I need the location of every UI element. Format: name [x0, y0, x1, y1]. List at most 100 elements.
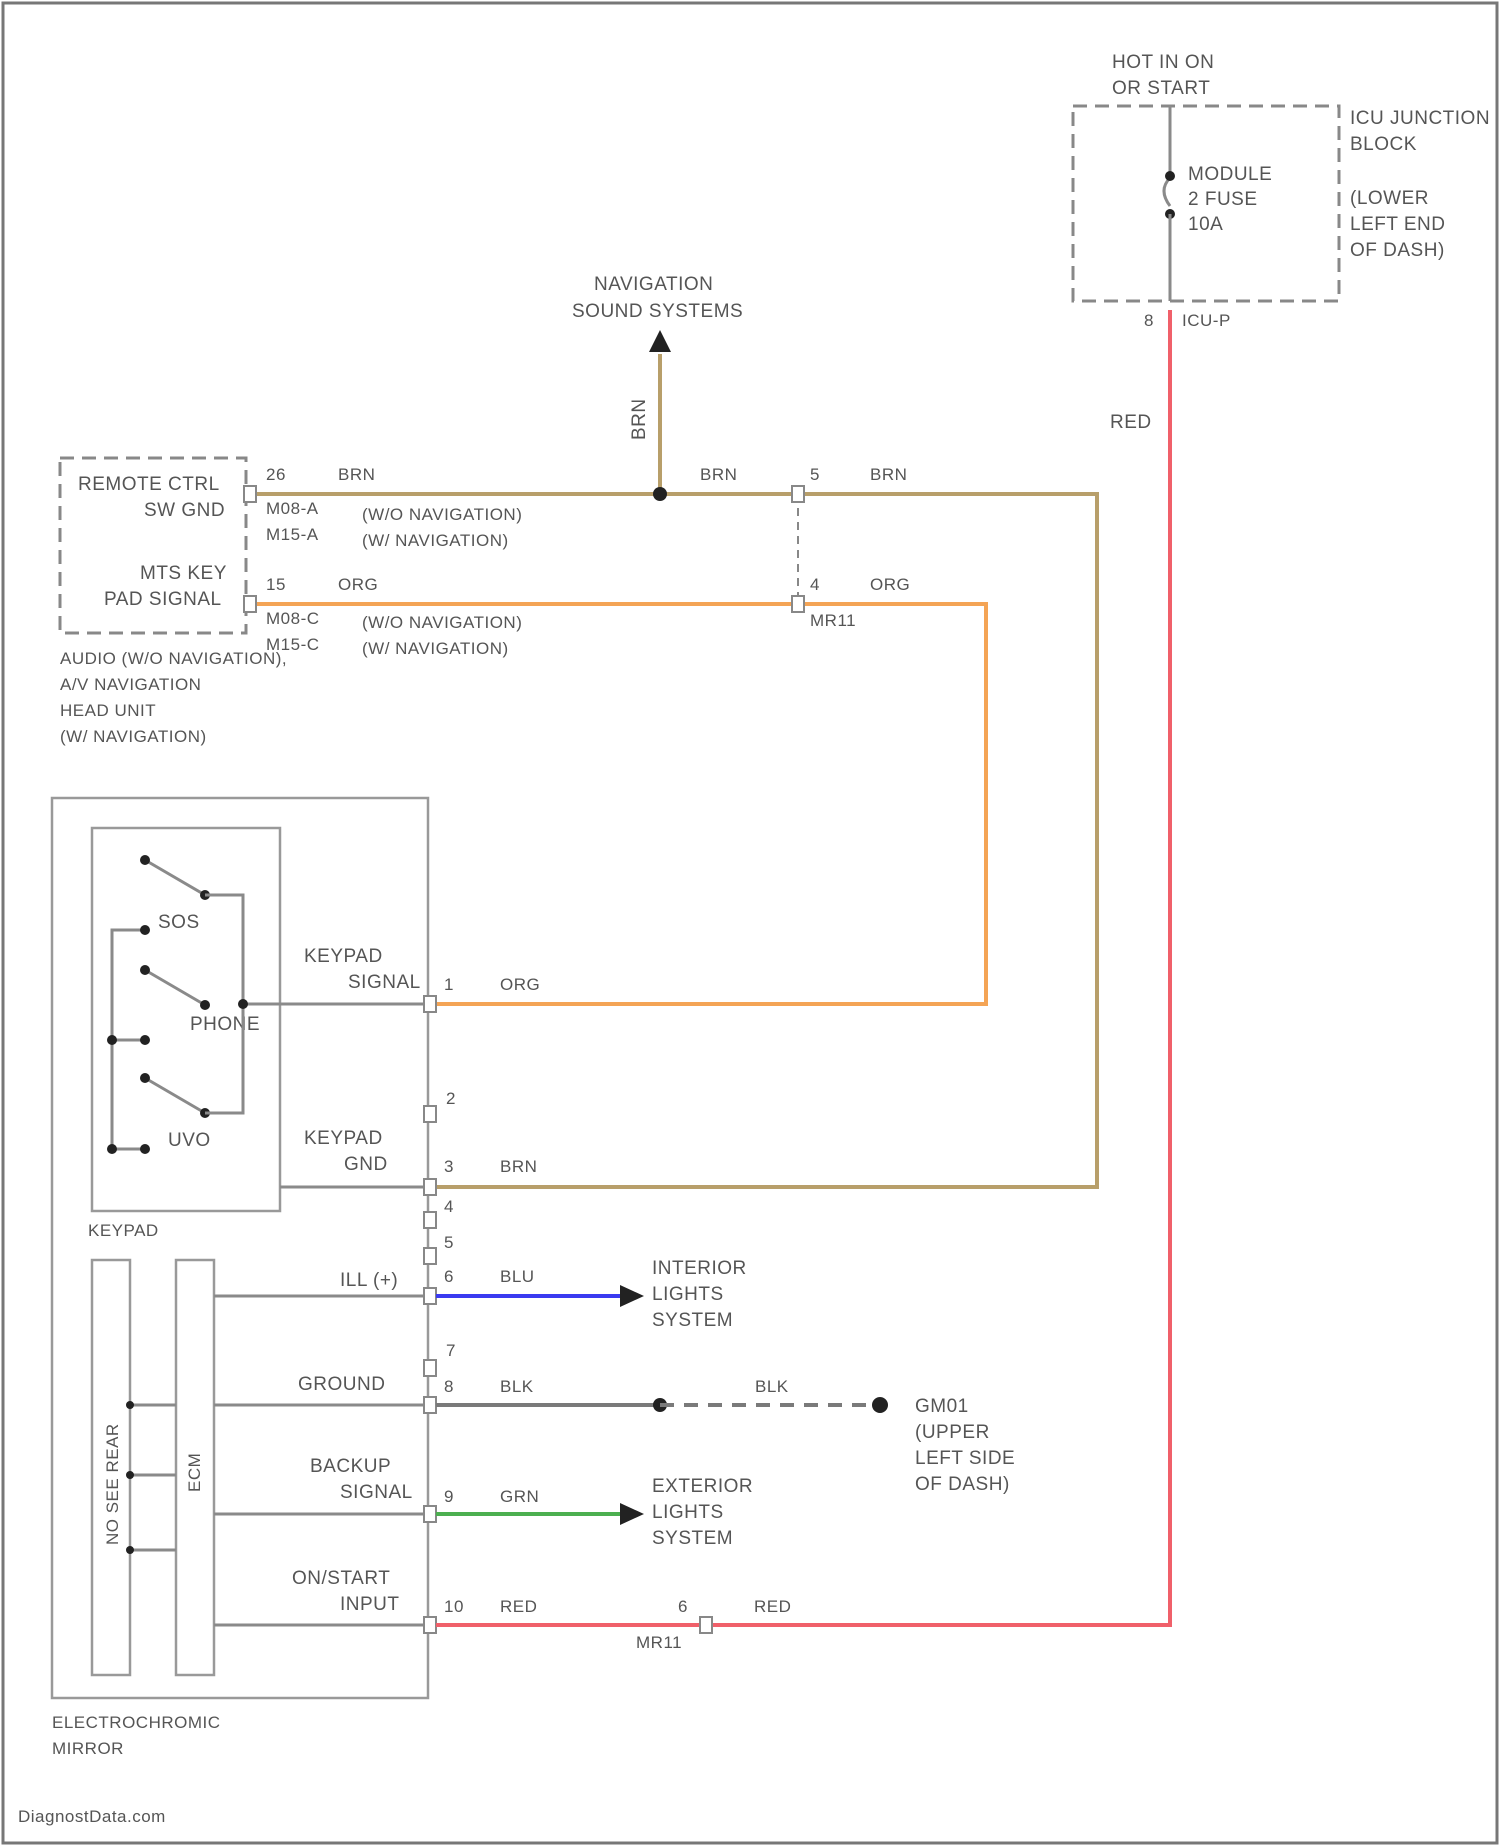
head-unit-label-1a: REMOTE CTRL: [78, 474, 220, 495]
icu-junction-block: HOT IN ON OR START MODULE 2 FUSE 10A ICU…: [1073, 52, 1490, 330]
head-unit-name-1: AUDIO (W/O NAVIGATION),: [60, 649, 287, 668]
hot-label-1: HOT IN ON: [1112, 52, 1214, 73]
keypad-signal-label-2: SIGNAL: [348, 972, 421, 993]
mirror-conn-pin-6: [424, 1288, 436, 1304]
fuse-label-2: 2 FUSE: [1188, 189, 1258, 210]
mirror-pin-4: 4: [444, 1197, 454, 1216]
uvo-switch-pivot: [140, 1073, 150, 1083]
mirror-conn-pin-5: [424, 1248, 436, 1264]
onstart-label-1: ON/START: [292, 1568, 390, 1589]
mirror-conn-pin-4: [424, 1212, 436, 1228]
brn-wire-run: BRN 5 BRN: [250, 465, 1097, 1187]
sos-switch-blade: [145, 860, 205, 895]
sos-switch-pivot: [140, 855, 150, 865]
exterior-lights-circuit: EXTERIOR LIGHTS SYSTEM: [436, 1476, 753, 1549]
mirror-pin-1: 1: [444, 975, 454, 994]
ecm-text: ECM: [185, 1453, 204, 1492]
splice-connector: MR11: [810, 611, 856, 630]
keypad-common-bus: [205, 895, 243, 1113]
brn-wire-label-right: BRN: [870, 465, 907, 484]
mirror-conn-pin-2: [424, 1106, 436, 1122]
watermark: DiagnostData.com: [18, 1807, 166, 1826]
mirror-wire-8: BLK: [500, 1377, 534, 1396]
mirror-box: [52, 798, 428, 1698]
interior-arrow: [620, 1285, 644, 1307]
phone-ground-dot: [140, 1035, 150, 1045]
electrochromic-mirror: SOS PHONE UVO KEYPAD NO SEE REAR E: [52, 798, 540, 1758]
backup-label-2: SIGNAL: [340, 1482, 413, 1503]
mirror-pin-7: 7: [446, 1341, 456, 1360]
mirror-pin-3: 3: [444, 1157, 454, 1176]
module-dot-2: [126, 1471, 134, 1479]
bottom-wire-label: RED: [754, 1597, 791, 1616]
sos-label: SOS: [158, 912, 200, 933]
interior-lights-circuit: INTERIOR LIGHTS SYSTEM: [436, 1258, 747, 1331]
mirror-pin-6: 6: [444, 1267, 454, 1286]
exterior-arrow: [620, 1503, 644, 1525]
fuse-terminal-top: [1165, 171, 1175, 181]
head-unit-pin-1: 26: [266, 465, 286, 484]
head-unit-note-2b: (W/ NAVIGATION): [362, 639, 509, 658]
rear-sensor-text: NO SEE REAR: [103, 1423, 122, 1545]
ill-label: ILL (+): [340, 1270, 398, 1291]
keypad-signal-label-1: KEYPAD: [304, 946, 383, 967]
exterior-label-1: EXTERIOR: [652, 1476, 753, 1497]
head-unit-pin-15: [244, 596, 256, 612]
fuse-label-3: 10A: [1188, 214, 1223, 235]
head-unit-conn-2a: M08-C: [266, 609, 320, 628]
mirror-wire-6: BLU: [500, 1267, 535, 1286]
mirror-name-1: ELECTROCHROMIC: [52, 1713, 221, 1732]
module-dot-3: [126, 1546, 134, 1554]
splice-pin-4: 4: [810, 575, 820, 594]
mirror-name-2: MIRROR: [52, 1739, 124, 1758]
mirror-pin-5: 5: [444, 1233, 454, 1252]
sos-ground-dot: [140, 925, 150, 935]
keypad-gnd-label-2: GND: [344, 1154, 388, 1175]
exterior-label-3: SYSTEM: [652, 1528, 733, 1549]
ground-bus-dot-1: [107, 1035, 117, 1045]
head-unit-name-3: HEAD UNIT: [60, 701, 156, 720]
mirror-pin-10: 10: [444, 1597, 464, 1616]
head-unit-pin-2: 15: [266, 575, 286, 594]
fuse-symbol: [1164, 178, 1170, 206]
mr11-pin-6: [700, 1617, 712, 1633]
keypad-name: KEYPAD: [88, 1221, 159, 1240]
mirror-wire-3: BRN: [500, 1157, 537, 1176]
keypad-common-dot: [238, 999, 248, 1009]
head-unit-note-1a: (W/O NAVIGATION): [362, 505, 522, 524]
mirror-conn-pin-9: [424, 1506, 436, 1522]
junction-location-3: OF DASH): [1350, 240, 1445, 261]
keypad-gnd-label-1: KEYPAD: [304, 1128, 383, 1149]
uvo-label: UVO: [168, 1130, 211, 1151]
head-unit-name-4: (W/ NAVIGATION): [60, 727, 207, 746]
org-wire-path: [250, 604, 986, 1004]
org-wire-run: 4 ORG MR11: [250, 575, 986, 1004]
ground-wire-label: BLK: [755, 1377, 789, 1396]
brn-wire-label-mid: BRN: [700, 465, 737, 484]
mirror-wire-1: ORG: [500, 975, 540, 994]
bottom-pin: 6: [678, 1597, 688, 1616]
hot-label-2: OR START: [1112, 78, 1210, 99]
head-unit-note-2a: (W/O NAVIGATION): [362, 613, 522, 632]
junction-location-2: LEFT END: [1350, 214, 1446, 235]
phone-switch-pivot: [140, 965, 150, 975]
mirror-conn-pin-7: [424, 1360, 436, 1376]
head-unit-note-1b: (W/ NAVIGATION): [362, 531, 509, 550]
mr11-connector: [792, 486, 804, 612]
head-unit-name-2: A/V NAVIGATION: [60, 675, 201, 694]
interior-label-1: INTERIOR: [652, 1258, 747, 1279]
ground-location-1: (UPPER: [915, 1422, 990, 1443]
org-wire-label-right: ORG: [870, 575, 910, 594]
brn-wire-path: [250, 494, 1097, 1187]
red-wire-label: RED: [1110, 412, 1152, 433]
phone-switch-blade: [145, 970, 205, 1005]
head-unit-conn-1a: M08-A: [266, 499, 319, 518]
head-unit-wire-2: ORG: [338, 575, 378, 594]
backup-label-1: BACKUP: [310, 1456, 391, 1477]
keypad: SOS PHONE UVO KEYPAD: [88, 828, 428, 1240]
splice-pin-5: 5: [810, 465, 820, 484]
ground-label: GROUND: [298, 1374, 385, 1395]
ground-point-icon: [872, 1397, 888, 1413]
